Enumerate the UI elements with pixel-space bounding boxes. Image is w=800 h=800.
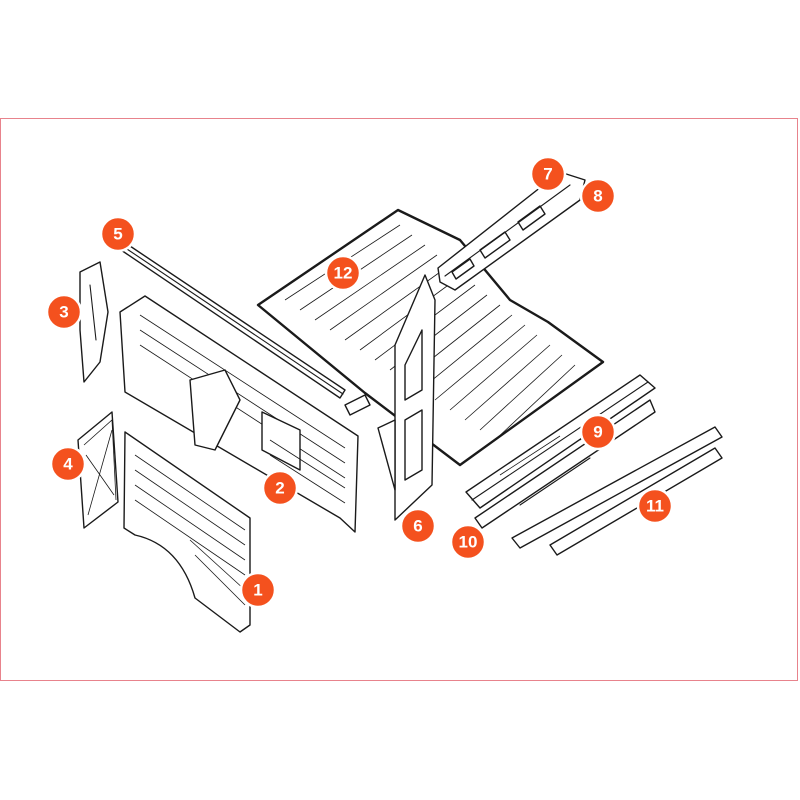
gusset-panel [77, 411, 119, 529]
callout-4: 4 [49, 445, 87, 483]
svg-text:10: 10 [459, 533, 478, 552]
svg-text:8: 8 [593, 187, 602, 206]
svg-text:2: 2 [275, 479, 284, 498]
callout-10: 10 [449, 523, 487, 561]
callout-8: 8 [579, 177, 617, 215]
inner-side-panel [119, 295, 359, 533]
callout-9: 9 [579, 413, 617, 451]
svg-text:7: 7 [543, 165, 552, 184]
lower-tube [511, 426, 723, 556]
floor-trim [344, 394, 371, 416]
svg-text:12: 12 [334, 264, 353, 283]
corner-bracket [79, 261, 109, 383]
upper-side-rail [437, 171, 586, 291]
svg-text:4: 4 [63, 455, 73, 474]
outer-side-panel [123, 431, 251, 633]
callout-7: 7 [529, 155, 567, 193]
svg-text:9: 9 [593, 423, 602, 442]
svg-text:11: 11 [646, 497, 664, 516]
callout-11: 11 [636, 487, 674, 525]
callout-12: 12 [324, 254, 362, 292]
callout-1: 1 [239, 571, 277, 609]
corner-pillar [377, 274, 436, 521]
callout-6: 6 [399, 507, 437, 545]
svg-text:6: 6 [413, 517, 422, 536]
svg-text:1: 1 [253, 581, 262, 600]
diagram-frame [0, 118, 798, 681]
callout-5: 5 [99, 215, 137, 253]
svg-text:5: 5 [113, 225, 122, 244]
callout-3: 3 [45, 293, 83, 331]
svg-text:3: 3 [59, 303, 68, 322]
callout-2: 2 [261, 469, 299, 507]
